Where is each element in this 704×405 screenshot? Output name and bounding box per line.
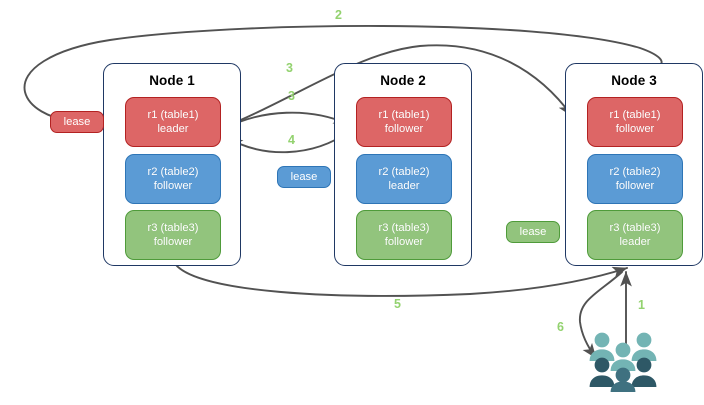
step-label-3-upper: 3: [286, 61, 293, 75]
step-label-4: 4: [288, 133, 295, 147]
users-front-row: [589, 357, 657, 387]
replica-label-line2: follower: [615, 180, 655, 192]
node-title-3: Node 3: [611, 73, 657, 88]
lease-chip-green[interactable]: lease: [506, 221, 560, 243]
replica-label-line2: follower: [384, 236, 424, 248]
lease-chip-blue[interactable]: lease: [277, 166, 331, 188]
replica-label-line2: leader: [388, 180, 420, 192]
lease-label: lease: [63, 116, 91, 128]
replica-label-line1: r3 (table3): [378, 222, 430, 234]
users-middle-front-figure: [610, 367, 636, 392]
replica-node1-r2[interactable]: r2 (table2) follower: [125, 154, 221, 204]
replica-node1-r3[interactable]: r3 (table3) follower: [125, 210, 221, 260]
replica-node2-r2[interactable]: r2 (table2) leader: [356, 154, 452, 204]
edge-step-5: [175, 264, 628, 297]
lease-label: lease: [519, 226, 547, 238]
step-text: 3: [288, 89, 295, 103]
replica-label-line2: follower: [384, 123, 424, 135]
lease-chip-red[interactable]: lease: [50, 111, 104, 133]
replica-node1-r1[interactable]: r1 (table1) leader: [125, 97, 221, 147]
step-label-1: 1: [638, 298, 645, 312]
step-label-5: 5: [394, 297, 401, 311]
step-text: 5: [394, 297, 401, 311]
replica-label-line1: r3 (table3): [609, 222, 661, 234]
replica-label-line1: r2 (table2): [378, 166, 430, 178]
step-label-3-lower: 3: [288, 89, 295, 103]
step-text: 2: [335, 8, 342, 22]
replica-label-line2: follower: [153, 236, 193, 248]
users-group-icon: [588, 330, 664, 392]
replica-label-line1: r2 (table2): [609, 166, 661, 178]
node-title-2: Node 2: [380, 73, 426, 88]
node-card-1[interactable]: Node 1 r1 (table1) leader r2 (table2) fo…: [103, 63, 241, 266]
replica-label-line2: follower: [615, 123, 655, 135]
replica-label-line1: r2 (table2): [147, 166, 199, 178]
lease-label: lease: [290, 171, 318, 183]
replica-label-line1: r1 (table1): [147, 109, 199, 121]
step-text: 1: [638, 298, 645, 312]
users-middle-figure: [610, 342, 636, 371]
replica-label-line2: leader: [157, 123, 189, 135]
replica-node2-r3[interactable]: r3 (table3) follower: [356, 210, 452, 260]
step-label-6: 6: [557, 320, 564, 334]
node-card-3[interactable]: Node 3 r1 (table1) follower r2 (table2) …: [565, 63, 703, 266]
step-text: 4: [288, 133, 295, 147]
replica-label-line2: follower: [153, 180, 193, 192]
replica-node3-r2[interactable]: r2 (table2) follower: [587, 154, 683, 204]
node-title-1: Node 1: [149, 73, 195, 88]
replica-label-line1: r1 (table1): [609, 109, 661, 121]
step-text: 3: [286, 61, 293, 75]
step-text: 6: [557, 320, 564, 334]
step-label-2: 2: [335, 8, 342, 22]
replica-node3-r1[interactable]: r1 (table1) follower: [587, 97, 683, 147]
node-card-2[interactable]: Node 2 r1 (table1) follower r2 (table2) …: [334, 63, 472, 266]
replica-label-line1: r3 (table3): [147, 222, 199, 234]
replica-node2-r1[interactable]: r1 (table1) follower: [356, 97, 452, 147]
replica-label-line1: r1 (table1): [378, 109, 430, 121]
replica-label-line2: leader: [619, 236, 651, 248]
replica-node3-r3[interactable]: r3 (table3) leader: [587, 210, 683, 260]
